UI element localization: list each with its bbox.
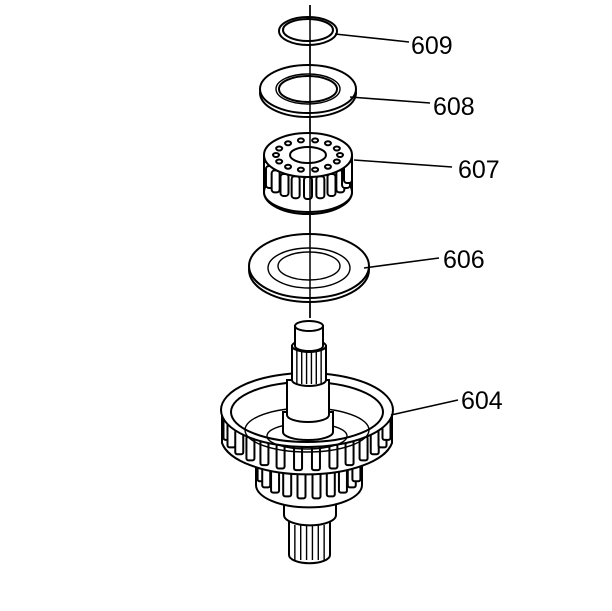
gear-tooth	[293, 445, 304, 472]
bearing-hole	[323, 163, 332, 170]
bearing-hole	[296, 137, 305, 144]
bearing-roller	[279, 172, 290, 197]
bearing-hole	[336, 152, 344, 158]
bearing-roller	[315, 175, 326, 200]
leader-609	[334, 33, 410, 43]
bearing-roller	[303, 176, 313, 200]
leader-604	[390, 399, 459, 416]
bearing-roller	[270, 169, 281, 194]
bearing-hole	[275, 145, 284, 152]
leader-608	[349, 96, 431, 104]
bearing-roller	[290, 175, 301, 200]
bearing-hole	[272, 152, 280, 158]
gear-tooth	[275, 443, 286, 470]
lower-splines	[294, 525, 325, 560]
bearing-roller	[326, 172, 337, 197]
bearing-hole	[296, 166, 305, 173]
part-608-thrust-washer	[259, 60, 357, 130]
gear-tooth	[328, 443, 339, 470]
part-607-bearing	[263, 130, 353, 230]
label-609: 609	[411, 32, 453, 60]
leader-lines	[334, 33, 459, 416]
bearing-hole	[311, 137, 320, 144]
label-607: 607	[458, 156, 500, 184]
label-608: 608	[433, 93, 475, 121]
bearing-hole	[332, 158, 341, 165]
bearing-holes	[272, 137, 344, 173]
bearing-hole	[284, 140, 293, 147]
bearing-hole	[311, 166, 320, 173]
upper-splines	[296, 350, 322, 384]
leader-607	[353, 159, 453, 168]
label-604: 604	[461, 387, 503, 415]
bearing-hole	[275, 158, 284, 165]
part-604-shaft-drum	[220, 320, 394, 565]
bearing-hole	[323, 140, 332, 147]
part-609-snap-ring	[278, 5, 338, 60]
bearing-hole	[332, 145, 341, 152]
label-606: 606	[443, 246, 485, 274]
gear-tooth	[310, 445, 321, 472]
leader-606	[363, 257, 440, 269]
bearing-hole	[284, 163, 293, 170]
part-606-thrust-plate	[248, 230, 370, 318]
